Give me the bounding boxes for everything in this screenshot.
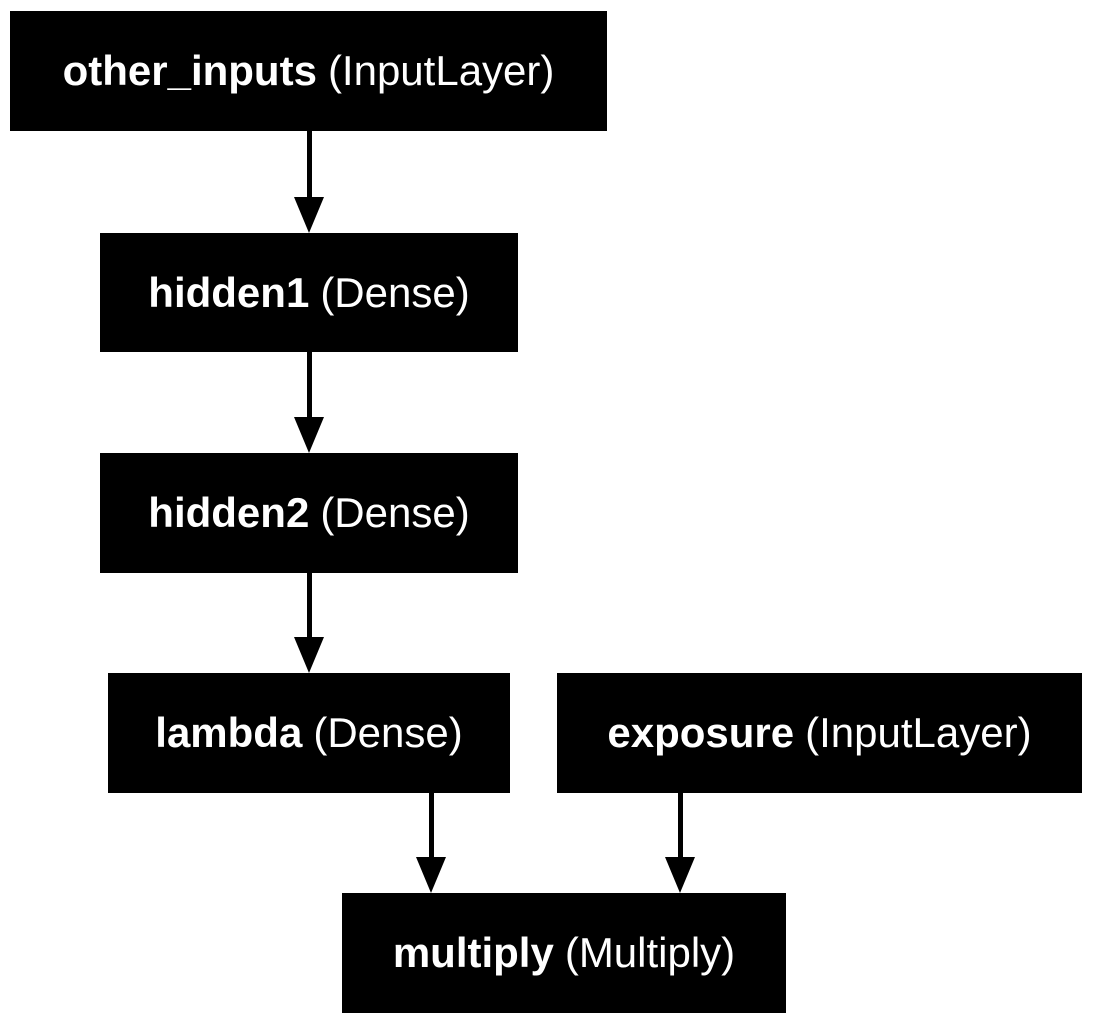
arrowhead-down-icon (416, 857, 446, 893)
layer-name: hidden1 (148, 268, 310, 316)
arrow-shaft (306, 573, 312, 637)
node-hidden2: hidden2 (Dense) (100, 453, 518, 573)
edge-arrow-exposure-to-multiply (665, 793, 695, 893)
layer-name: lambda (155, 709, 303, 756)
arrow-shaft (306, 131, 312, 197)
layer-name: other_inputs (62, 47, 317, 94)
node-hidden1: hidden1 (Dense) (100, 233, 518, 352)
edge-arrow-hidden2-to-lambda (294, 573, 324, 673)
node-other-inputs: other_inputs (InputLayer) (10, 11, 607, 131)
edge-arrow-other-inputs-to-hidden1 (294, 131, 324, 233)
layer-type: (Dense) (313, 709, 463, 756)
edge-arrow-hidden1-to-hidden2 (294, 352, 324, 453)
layer-type: (Dense) (320, 268, 470, 316)
arrowhead-down-icon (294, 197, 324, 233)
layer-type: (InputLayer) (327, 47, 555, 94)
layer-name: exposure (607, 709, 795, 756)
node-multiply: multiply (Multiply) (342, 893, 786, 1013)
node-exposure: exposure (InputLayer) (557, 673, 1082, 793)
arrowhead-down-icon (665, 857, 695, 893)
arrow-shaft (428, 793, 434, 857)
arrowhead-down-icon (294, 417, 324, 453)
edge-arrow-lambda-to-multiply (416, 793, 446, 893)
layer-type: (Multiply) (564, 929, 736, 976)
layer-name: hidden2 (148, 489, 310, 536)
node-lambda: lambda (Dense) (108, 673, 510, 793)
layer-type: (Dense) (320, 489, 470, 536)
arrowhead-down-icon (294, 637, 324, 673)
layer-name: multiply (392, 929, 554, 976)
layer-type: (InputLayer) (805, 709, 1032, 756)
arrow-shaft (306, 352, 312, 417)
arrow-shaft (677, 793, 683, 857)
